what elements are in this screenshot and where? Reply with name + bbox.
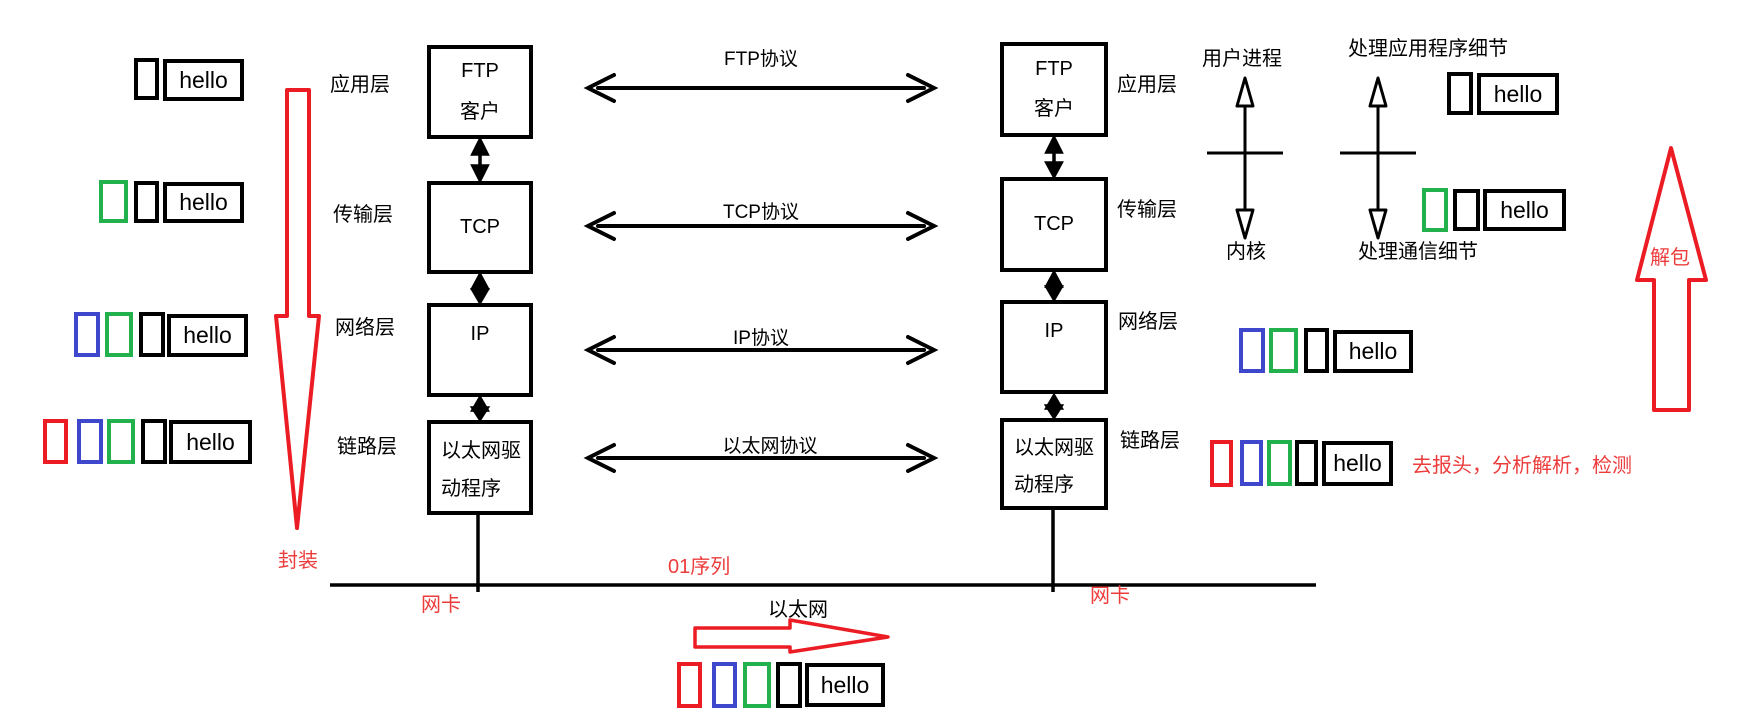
header-box-black (134, 58, 159, 100)
payload-box: hello (1322, 441, 1393, 486)
payload-box: hello (167, 314, 248, 357)
ip-protocol-arrow (583, 335, 939, 365)
ip-label: IP (1044, 320, 1064, 342)
ip-box-left: IP (427, 303, 533, 397)
tcp-box-right: TCP (1000, 177, 1108, 272)
ip-box-right: IP (1000, 300, 1108, 394)
payload-text: hello (1500, 196, 1549, 223)
ip-label: IP (470, 323, 490, 345)
layer-label-link-right: 链路层 (1120, 430, 1180, 452)
header-box-blue (1239, 328, 1265, 373)
payload-box: hello (163, 59, 244, 101)
header-box-red (677, 662, 702, 708)
header-box-blue (712, 662, 737, 708)
unpack-up-arrow (1635, 146, 1708, 412)
header-box-black (139, 312, 165, 357)
header-box-black (141, 419, 167, 464)
payload-text: hello (1493, 80, 1543, 107)
payload-box: hello (1483, 189, 1566, 231)
ftp-client-line2: 客户 (1034, 98, 1074, 121)
ip-protocol-label: IP协议 (733, 328, 789, 349)
ftp-client-box-right: FTP 客户 (1000, 42, 1108, 137)
header-box-red (1210, 440, 1233, 487)
encapsulation-label: 封装 (278, 550, 318, 572)
payload-box: hello (163, 182, 244, 223)
payload-text: hello (183, 322, 232, 348)
user-kernel-boundary-arrow (1207, 76, 1283, 240)
header-box-black (1447, 72, 1473, 115)
payload-text: hello (1348, 338, 1398, 364)
details-boundary-arrow (1340, 76, 1416, 240)
header-box-black (1453, 189, 1480, 231)
header-box-blue (77, 419, 103, 464)
unpack-label: 解包 (1650, 247, 1690, 269)
header-box-green (1269, 328, 1298, 373)
header-box-green (99, 180, 128, 223)
layer-label-transport-left: 传输层 (333, 204, 393, 226)
payload-text: hello (820, 671, 870, 698)
payload-box: hello (1333, 330, 1413, 373)
ethernet-label: 以太网 (768, 599, 828, 621)
ethernet-driver-box-left: 以太网驱 动程序 (427, 420, 533, 515)
encapsulation-down-arrow (274, 88, 321, 530)
ethernet-driver-box-right: 以太网驱 动程序 (1000, 418, 1108, 510)
strip-header-label: 去报头，分析解析，检测 (1412, 455, 1632, 477)
header-box-green (743, 662, 771, 708)
payload-text: hello (186, 428, 235, 455)
ftp-client-line2: 客户 (460, 100, 500, 123)
payload-text: hello (179, 66, 228, 93)
payload-box: hello (1477, 73, 1559, 115)
tcp-label: TCP (1034, 213, 1074, 235)
header-box-green (105, 312, 133, 357)
layer-label-network-left: 网络层 (335, 317, 395, 339)
layer-label-transport-right: 传输层 (1117, 199, 1177, 221)
comm-details-label: 处理通信细节 (1358, 241, 1478, 263)
ftp-protocol-label: FTP协议 (724, 49, 798, 70)
ftp-client-box-left: FTP 客户 (427, 45, 533, 139)
header-box-black (134, 181, 159, 223)
header-box-black (776, 662, 802, 708)
header-box-green (107, 419, 135, 464)
tcp-protocol-arrow (583, 211, 939, 241)
tcp-label: TCP (460, 216, 500, 238)
nic-label-right: 网卡 (1090, 585, 1130, 607)
layer-label-network-right: 网络层 (1118, 311, 1178, 333)
ethernet-driver-line2: 动程序 (1014, 474, 1074, 497)
tcp-protocol-label: TCP协议 (722, 202, 799, 223)
header-box-green (1267, 440, 1292, 486)
ftp-client-line1: FTP (1035, 57, 1073, 80)
ftp-protocol-arrow (583, 73, 939, 103)
ethernet-driver-line1: 以太网驱 (1014, 436, 1094, 459)
ethernet-right-arrow (693, 618, 890, 654)
header-box-blue (74, 312, 100, 357)
ethernet-driver-line2: 动程序 (441, 478, 501, 501)
payload-box: hello (169, 420, 252, 464)
payload-box: hello (805, 663, 885, 707)
layer-label-link-left: 链路层 (337, 436, 397, 458)
ethernet-protocol-arrow (583, 443, 939, 473)
header-box-red (43, 419, 68, 464)
header-box-green (1422, 188, 1448, 232)
payload-text: hello (179, 189, 228, 215)
kernel-label: 内核 (1226, 241, 1266, 263)
ftp-client-line1: FTP (461, 60, 499, 83)
layer-label-application-left: 应用层 (330, 74, 390, 96)
layer-label-application-right: 应用层 (1117, 74, 1177, 96)
bit-stream-label: 01序列 (668, 556, 731, 578)
app-details-label: 处理应用程序细节 (1348, 38, 1508, 60)
user-process-label: 用户进程 (1202, 48, 1282, 70)
tcp-box-left: TCP (427, 181, 533, 274)
right-stack-arrows (1043, 134, 1065, 421)
header-box-blue (1240, 440, 1263, 486)
payload-text: hello (1333, 450, 1382, 476)
left-stack-arrows (469, 136, 491, 423)
nic-label-left: 网卡 (421, 594, 461, 616)
header-box-black (1304, 328, 1329, 373)
ethernet-protocol-label: 以太网协议 (722, 436, 818, 457)
header-box-black (1295, 440, 1318, 486)
ethernet-driver-line1: 以太网驱 (441, 439, 521, 462)
